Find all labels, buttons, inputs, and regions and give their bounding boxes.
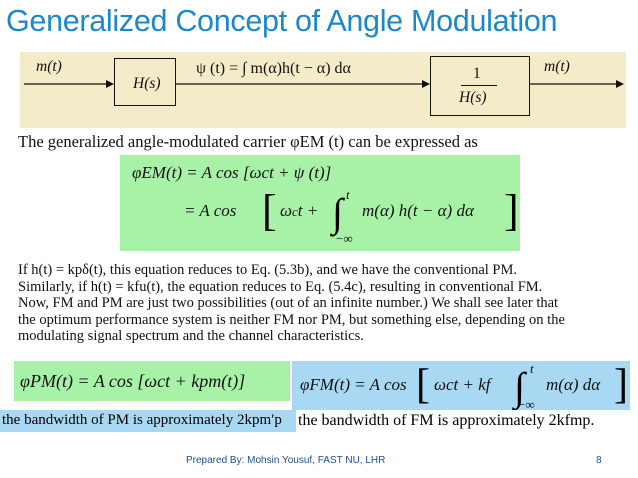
body-line: Now, FM and PM are just two possibilitie… (18, 295, 559, 312)
transfer-block-inverse: 1 H(s) (430, 56, 530, 116)
fraction-bar (461, 85, 497, 86)
paragraph-intro: The generalized angle-modulated carrier … (18, 132, 478, 151)
fm-integrand: m(α) dα (546, 375, 601, 394)
equation-box-em: φEM(t) = A cos [ωct + ψ (t)] = A cos [ ω… (120, 155, 520, 251)
equation-em-prefix: = A cos (184, 201, 237, 220)
fm-right-bracket: ] (614, 362, 628, 408)
equation-em-omega: ωct + (280, 201, 319, 220)
integral-sign: ∫ (332, 190, 343, 235)
fm-equation-box: φFM(t) = A cos [ ωct + kf ∫ t −∞ m(α) dα… (292, 361, 630, 412)
lower-limit: −∞ (336, 231, 353, 246)
fm-lower-limit: −∞ (518, 397, 535, 412)
body-line: modulating signal spectrum and the chann… (18, 328, 364, 345)
transfer-block-h: H(s) (114, 58, 176, 106)
fm-equation-prefix: φFM(t) = A cos (300, 375, 407, 394)
fm-integral-sign: ∫ (514, 364, 525, 409)
equation-em-integrand: m(α) h(t − α) dα (362, 201, 474, 220)
right-bracket: ] (504, 186, 519, 235)
upper-limit: t (346, 187, 350, 202)
body-line: Similarly, if h(t) = kfu(t), the equatio… (18, 278, 543, 295)
left-bracket: [ (262, 186, 277, 235)
middle-expression: ψ (t) = ∫ m(α)h(t − α) dα (196, 60, 351, 77)
slide-title: Generalized Concept of Angle Modulation (6, 4, 558, 38)
fm-left-bracket: [ (416, 362, 430, 408)
pm-bandwidth-text: the bandwidth of PM is approximately 2kp… (2, 412, 282, 428)
footer-credit: Prepared By: Mohsin Yousuf, FAST NU, LHR (186, 455, 386, 466)
fm-bandwidth-text: the bandwidth of FM is approximately 2kf… (298, 412, 595, 429)
body-line: If h(t) = kpδ(t), this equation reduces … (18, 262, 518, 278)
diagram-arrows (24, 80, 624, 88)
equation-em-line1: φEM(t) = A cos [ωct + ψ (t)] (132, 163, 332, 182)
block-diagram: m(t) H(s) ψ (t) = ∫ m(α)h(t − α) dα 1 H(… (20, 52, 626, 128)
pm-equation: φPM(t) = A cos [ωct + kpm(t)] (20, 371, 246, 391)
output-label: m(t) (544, 58, 570, 75)
body-line: the optimum performance system is neithe… (18, 311, 565, 328)
fm-equation-inner: ωct + kf (434, 375, 491, 394)
block2-denominator: H(s) (459, 89, 487, 106)
input-label: m(t) (36, 58, 62, 75)
page-number: 8 (596, 455, 602, 466)
block1-label: H(s) (133, 75, 161, 92)
fm-upper-limit: t (530, 361, 534, 376)
pm-bandwidth-box: the bandwidth of PM is approximately 2kp… (0, 410, 296, 432)
paragraph-body: If h(t) = kpδ(t), this equation reduces … (18, 262, 622, 345)
block2-numerator: 1 (473, 65, 481, 82)
pm-equation-box: φPM(t) = A cos [ωct + kpm(t)] (14, 361, 290, 401)
fm-bandwidth-box: the bandwidth of FM is approximately 2kf… (296, 410, 630, 432)
